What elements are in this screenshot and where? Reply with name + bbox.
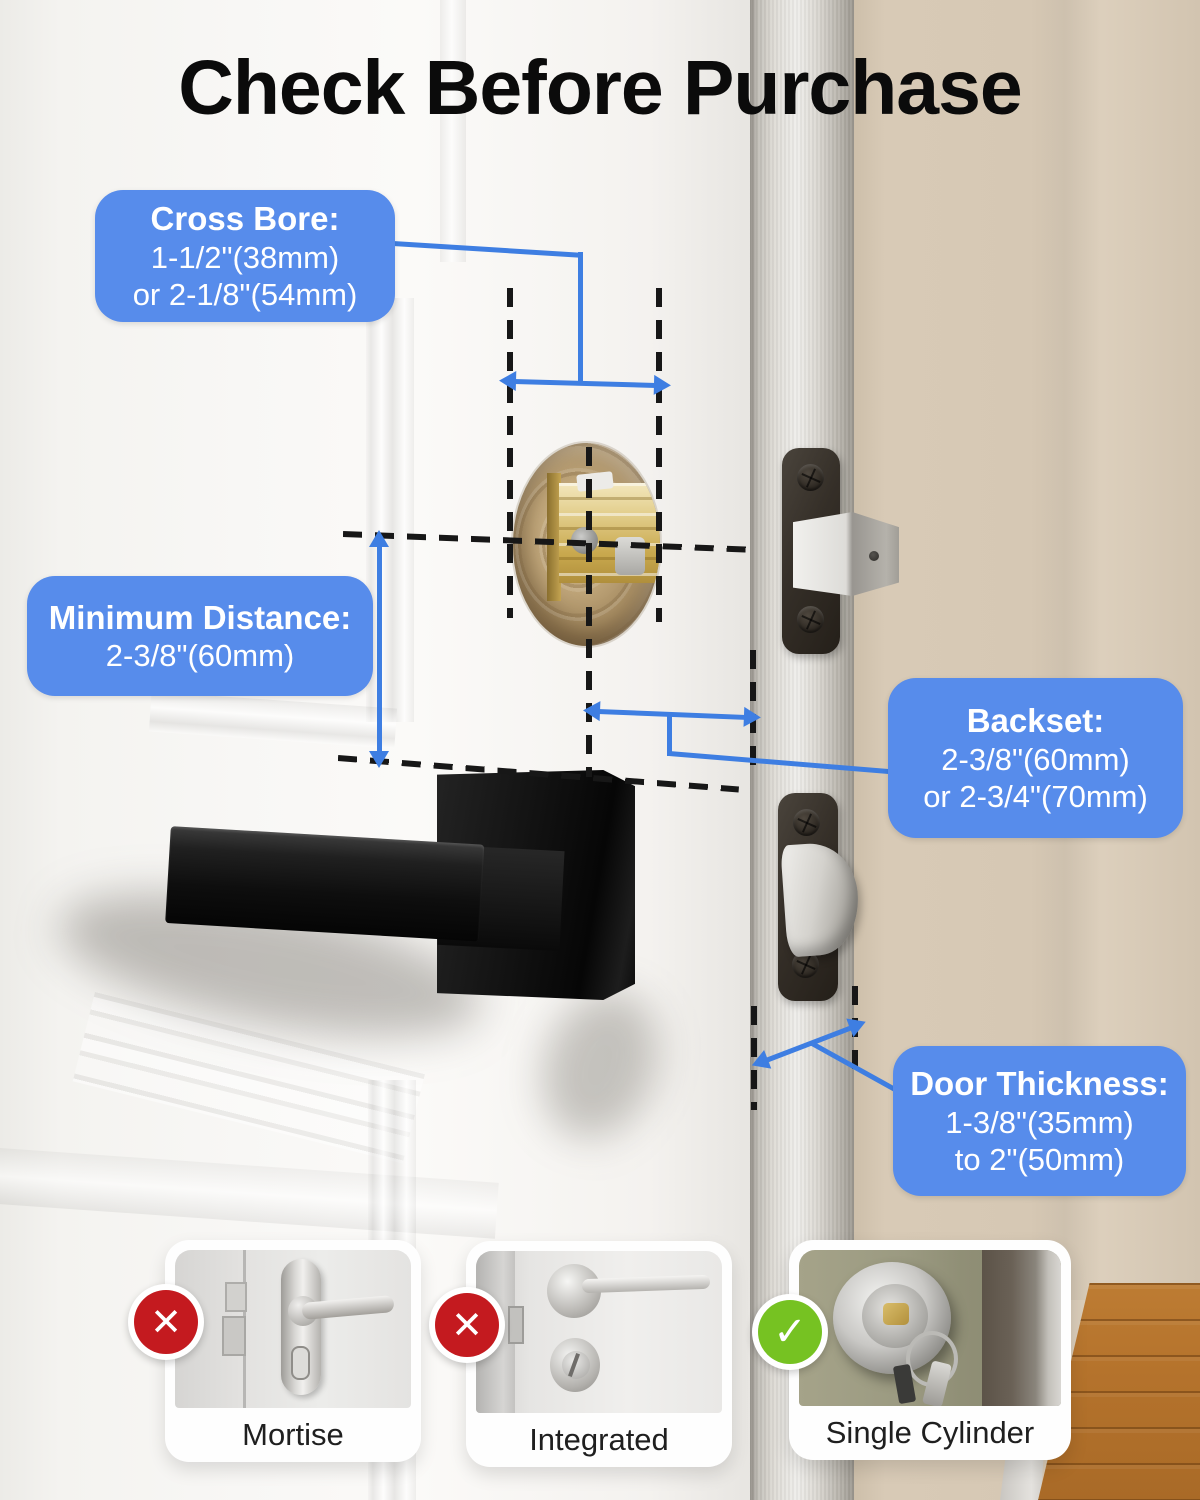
screw-icon	[797, 606, 824, 633]
reject-badge: ✕	[128, 1284, 204, 1360]
lock-type-label: Integrated	[529, 1422, 669, 1457]
backset-leader-drop	[667, 712, 672, 756]
backset-title: Backset:	[966, 702, 1105, 740]
lock-type-label: Single Cylinder	[825, 1415, 1035, 1450]
lock-type-card-single-cylinder: Single Cylinder	[789, 1240, 1071, 1460]
lock-type-label: Mortise	[242, 1417, 344, 1452]
integrated-photo	[476, 1251, 722, 1413]
door-thickness-value-2: to 2"(50mm)	[954, 1141, 1125, 1177]
lock-type-card-mortise: Mortise	[165, 1240, 421, 1462]
bore-center-guide-line	[586, 447, 592, 777]
backset-value-1: 2-3/8"(60mm)	[941, 741, 1130, 777]
cross-bore-callout: Cross Bore: 1-1/2"(38mm) or 2-1/8"(54mm)	[95, 190, 395, 322]
door-trim-top	[440, 0, 466, 262]
minimum-distance-title: Minimum Distance:	[48, 598, 352, 636]
cross-bore-leader-drop	[578, 252, 583, 384]
deadbolt-bolt	[793, 512, 899, 596]
screw-icon	[797, 464, 824, 491]
x-icon: ✕	[435, 1293, 499, 1357]
check-icon: ✓	[758, 1300, 822, 1364]
integrated-lever	[581, 1274, 710, 1294]
minimum-distance-value: 2-3/8"(60mm)	[105, 638, 295, 674]
lever-handle	[165, 826, 485, 942]
door-thickness-title: Door Thickness:	[910, 1065, 1169, 1103]
door-frame-strip	[982, 1250, 1061, 1406]
screw-icon	[793, 809, 820, 836]
backset-callout: Backset: 2-3/8"(60mm) or 2-3/4"(70mm)	[888, 678, 1183, 838]
mortise-photo	[175, 1250, 411, 1408]
latch-recess	[507, 1306, 524, 1345]
door-thickness-callout: Door Thickness: 1-3/8"(35mm) to 2"(50mm)	[893, 1046, 1186, 1196]
bore-right-guide-line	[656, 288, 662, 622]
cross-bore-title: Cross Bore:	[150, 200, 340, 238]
key-head	[882, 1303, 909, 1326]
minimum-distance-measure-arrow	[369, 530, 389, 768]
door-thickness-value-1: 1-3/8"(35mm)	[945, 1104, 1134, 1140]
door-panel-trim-vertical	[366, 298, 414, 722]
latch-case-edge	[547, 473, 561, 601]
single-cylinder-photo	[799, 1250, 1061, 1406]
bore-left-guide-line	[507, 288, 513, 618]
cross-bore-value-1: 1-1/2"(38mm)	[150, 239, 340, 275]
lock-type-card-integrated: Integrated	[466, 1241, 732, 1467]
strike-recess	[224, 1281, 247, 1312]
page-title: Check Before Purchase	[178, 45, 1022, 131]
x-icon: ✕	[134, 1290, 198, 1354]
reject-badge: ✕	[429, 1287, 505, 1363]
backset-value-2: or 2-3/4"(70mm)	[923, 778, 1148, 814]
cross-bore-value-2: or 2-1/8"(54mm)	[132, 276, 358, 312]
minimum-distance-callout: Minimum Distance: 2-3/8"(60mm)	[27, 576, 373, 696]
strike-recess	[222, 1316, 247, 1357]
mortise-keyhole	[290, 1346, 310, 1381]
approve-badge: ✓	[752, 1294, 828, 1370]
